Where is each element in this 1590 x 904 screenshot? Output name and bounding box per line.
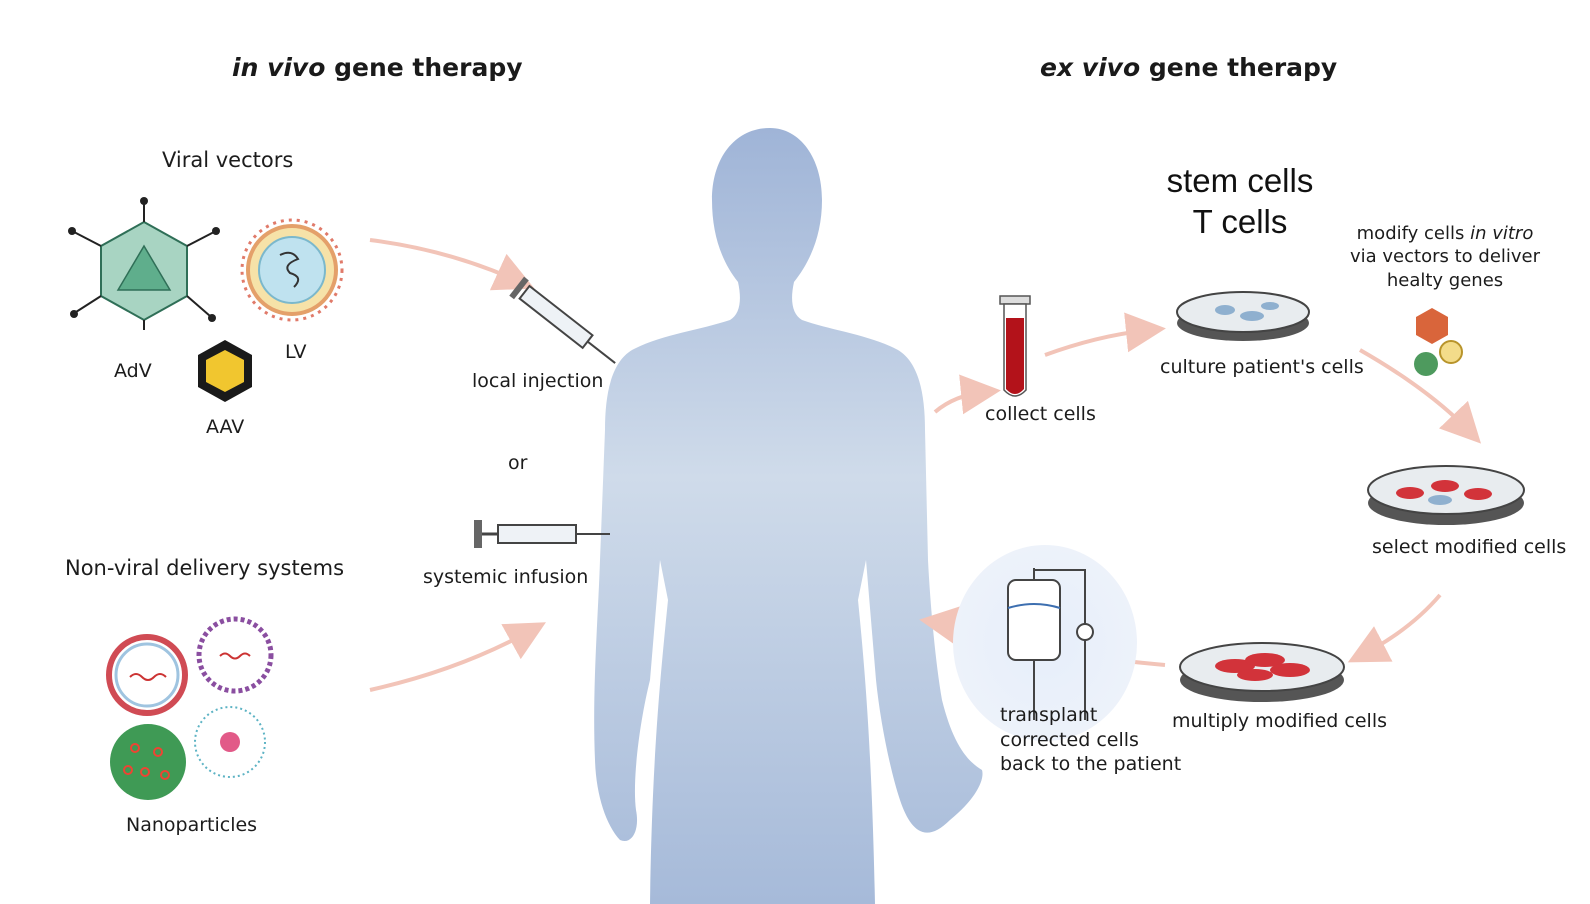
arrow-collect-to-culture — [1044, 312, 1166, 357]
cell-types-label: stem cells T cells — [1150, 160, 1330, 243]
culture-label: culture patient's cells — [1160, 356, 1364, 378]
non-viral-label: Non-viral delivery systems — [65, 556, 345, 580]
local-injection-syringe-icon — [509, 276, 616, 364]
select-modified-label: select modified cells — [1372, 536, 1567, 558]
lv-lentivirus-icon — [240, 218, 344, 322]
modify-cells-label: modify cells in vitro via vectors to del… — [1350, 223, 1541, 291]
vector-particles-icon — [1414, 308, 1463, 376]
nanoparticles-icon — [106, 616, 274, 800]
aav-capsid-icon — [198, 340, 252, 402]
nanoparticles-label: Nanoparticles — [126, 814, 258, 836]
ex-vivo-heading: ex vivo gene therapy — [1040, 53, 1338, 82]
or-label: or — [508, 452, 528, 474]
human-body-silhouette — [594, 128, 983, 904]
multiply-dish-icon — [1179, 642, 1345, 702]
blood-collection-tube-icon — [999, 295, 1031, 397]
systemic-infusion-syringe-icon — [474, 520, 610, 548]
multiply-modified-label: multiply modified cells — [1172, 710, 1388, 732]
in-vivo-heading: in vivo gene therapy — [232, 53, 523, 82]
viral-vectors-label: Viral vectors — [162, 148, 294, 172]
stem-cells-label: stem cells — [1166, 162, 1314, 199]
adv-capsid-icon — [68, 197, 220, 330]
arrow-viral-to-injection — [369, 238, 535, 291]
transplant-label: transplant corrected cells back to the p… — [1000, 704, 1182, 776]
select-dish-icon — [1367, 465, 1525, 525]
collect-cells-label: collect cells — [985, 403, 1096, 425]
arrow-body-to-collect — [933, 374, 1001, 415]
iv-bag-icon — [953, 545, 1137, 741]
adv-label: AdV — [114, 360, 152, 382]
aav-label: AAV — [206, 416, 245, 438]
arrow-nonviral-to-infusion — [369, 622, 546, 692]
systemic-infusion-label: systemic infusion — [423, 566, 589, 588]
arrow-culture-to-select — [1359, 348, 1482, 444]
lv-label: LV — [285, 341, 307, 363]
culture-dish-icon — [1176, 291, 1310, 341]
t-cells-label: T cells — [1192, 203, 1288, 241]
arrow-select-to-multiply — [1347, 593, 1442, 663]
local-injection-label: local injection — [472, 370, 604, 392]
